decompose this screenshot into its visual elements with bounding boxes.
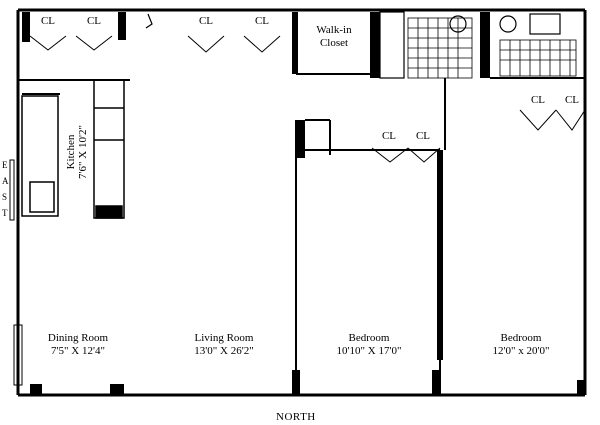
east-letter-e: E [2, 160, 8, 170]
walk-in-closet-line1: Walk-in [316, 24, 352, 36]
dining-room-dims: 7'5" X 12'4" [51, 345, 105, 357]
interior-walls [18, 73, 585, 395]
closet-label: CL [415, 130, 431, 142]
dining-room-name: Dining Room [47, 332, 109, 344]
walk-in-closet-line2: Closet [319, 37, 349, 49]
bathroom-fixtures [379, 11, 561, 79]
walk-in-closet-label: Walk-in Closet [302, 24, 366, 50]
closet-label: CL [198, 15, 214, 27]
bedroom-2-name: Bedroom [500, 332, 542, 344]
kitchen-label: Kitchen 7'6" X 10'2" [65, 107, 89, 197]
bedroom-2-label: Bedroom 12'0" x 20'0" [466, 332, 576, 358]
closet-label: CL [381, 130, 397, 142]
bedroom-1-name: Bedroom [348, 332, 390, 344]
living-room-dims: 13'0" X 26'2" [194, 345, 254, 357]
bathroom-tiles [407, 17, 577, 79]
closet-doors [29, 35, 586, 163]
dining-room-label: Dining Room 7'5" X 12'4" [28, 332, 128, 358]
kitchen-counters [21, 79, 125, 219]
north-label: NORTH [276, 411, 316, 423]
bedroom-2-dims: 12'0" x 20'0" [492, 345, 550, 357]
living-room-label: Living Room 13'0" X 26'2" [174, 332, 274, 358]
bedroom-1-label: Bedroom 10'10" X 17'0" [314, 332, 424, 358]
living-room-name: Living Room [194, 332, 254, 344]
entry-door [145, 13, 153, 29]
east-letter-a: A [2, 176, 9, 186]
closet-label: CL [254, 15, 270, 27]
closet-label: CL [40, 15, 56, 27]
east-letter-t: T [2, 208, 8, 218]
closet-label: CL [564, 94, 580, 106]
closet-label: CL [86, 15, 102, 27]
kitchen-dims: 7'6" X 10'2" [77, 125, 89, 179]
window-markers [9, 159, 23, 386]
closet-label: CL [530, 94, 546, 106]
bedroom-1-dims: 10'10" X 17'0" [336, 345, 402, 357]
kitchen-name: Kitchen [65, 134, 77, 170]
east-letter-s: S [2, 192, 8, 202]
